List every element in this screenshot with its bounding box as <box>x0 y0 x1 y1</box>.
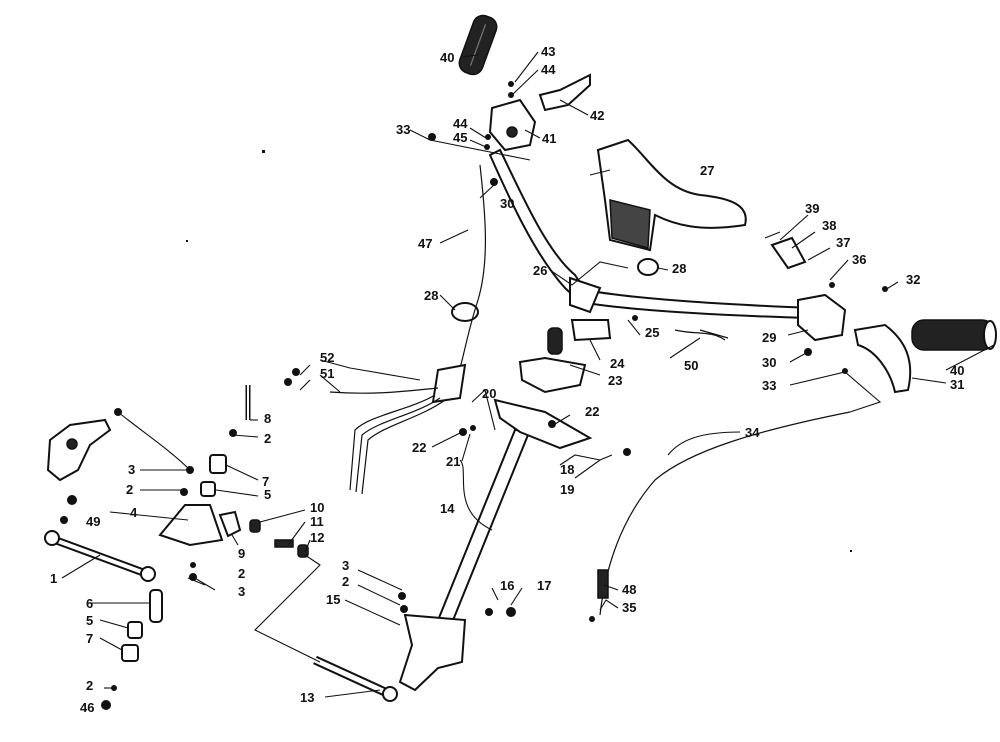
callout-33: 33 <box>396 122 410 137</box>
callout-25: 25 <box>645 325 659 340</box>
pivot-pin <box>149 589 163 623</box>
callout-2: 2 <box>264 431 271 446</box>
tie-rod <box>44 530 156 582</box>
callout-27: 27 <box>700 163 714 178</box>
callout-34: 34 <box>745 425 760 440</box>
throttle-lever <box>853 323 912 394</box>
callout-3: 3 <box>128 462 135 477</box>
callout-7: 7 <box>262 474 269 489</box>
callout-47: 47 <box>418 236 432 251</box>
callout-41: 41 <box>542 131 556 146</box>
brake-lever <box>538 73 591 112</box>
callout-19: 19 <box>560 482 574 497</box>
callout-31: 31 <box>950 377 964 392</box>
handlebar-bracket <box>569 276 602 314</box>
callout-28: 28 <box>672 261 686 276</box>
callout-24: 24 <box>610 356 625 371</box>
callout-35: 35 <box>622 600 636 615</box>
callout-labels: 1 2 2 2 2 2 3 3 3 4 5 5 6 7 7 8 9 10 11 … <box>50 44 964 715</box>
callout-40: 40 <box>440 50 454 65</box>
bushing-upper <box>209 454 227 474</box>
callout-9: 9 <box>238 546 245 561</box>
left-grip <box>458 14 498 76</box>
upper-post-bracket <box>493 398 593 450</box>
callout-14: 14 <box>440 501 455 516</box>
callout-11: 11 <box>310 514 324 529</box>
steering-post <box>428 429 532 641</box>
callout-45: 45 <box>453 130 467 145</box>
callout-42: 42 <box>590 108 604 123</box>
cable-clamp <box>451 302 479 322</box>
callout-48: 48 <box>622 582 636 597</box>
callout-36: 36 <box>852 252 866 267</box>
callout-3: 3 <box>238 584 245 599</box>
spindle-bracket <box>46 418 112 482</box>
callout-28: 28 <box>424 288 438 303</box>
callout-2: 2 <box>86 678 93 693</box>
lower-post-bracket <box>398 613 467 692</box>
callout-10: 10 <box>310 500 324 515</box>
callout-50: 50 <box>684 358 698 373</box>
leader-lines <box>61 51 995 698</box>
lower-tie-rod <box>313 655 398 702</box>
handlebar-clamp-upper <box>570 319 612 342</box>
callout-22: 22 <box>412 440 426 455</box>
callout-26: 26 <box>533 263 547 278</box>
callout-44: 44 <box>453 116 468 131</box>
callout-2: 2 <box>126 482 133 497</box>
callout-2: 2 <box>342 574 349 589</box>
callout-43: 43 <box>541 44 555 59</box>
callout-17: 17 <box>537 578 551 593</box>
callout-49: 49 <box>86 514 100 529</box>
callout-32: 32 <box>906 272 920 287</box>
callout-52: 52 <box>320 350 334 365</box>
callout-30: 30 <box>500 196 514 211</box>
callout-18: 18 <box>560 462 574 477</box>
callout-22: 22 <box>585 404 599 419</box>
throttle-housing <box>797 293 847 342</box>
callout-23: 23 <box>608 373 622 388</box>
callout-38: 38 <box>822 218 836 233</box>
callout-51: 51 <box>320 366 334 381</box>
callout-16: 16 <box>500 578 514 593</box>
callout-8: 8 <box>264 411 271 426</box>
right-grip <box>911 319 997 351</box>
callout-29: 29 <box>762 330 776 345</box>
callout-6: 6 <box>86 596 93 611</box>
left-control-housing <box>488 98 537 152</box>
callout-13: 13 <box>300 690 314 705</box>
callout-46: 46 <box>80 700 94 715</box>
hardware-dots <box>60 81 888 710</box>
callout-5: 5 <box>264 487 271 502</box>
callout-39: 39 <box>805 201 819 216</box>
callout-21: 21 <box>446 454 460 469</box>
callout-2: 2 <box>238 566 245 581</box>
callout-20: 20 <box>482 386 496 401</box>
callout-5: 5 <box>86 613 93 628</box>
handlebar-clamp-lower <box>518 356 587 394</box>
callout-15: 15 <box>326 592 340 607</box>
callout-3: 3 <box>342 558 349 573</box>
callout-12: 12 <box>310 530 324 545</box>
callout-30: 30 <box>762 355 776 370</box>
throttle-cable <box>599 411 851 616</box>
brake-cable <box>454 164 486 381</box>
callout-4: 4 <box>130 505 138 520</box>
steering-arm <box>158 504 224 547</box>
callout-1: 1 <box>50 571 57 586</box>
callout-33: 33 <box>762 378 776 393</box>
callout-40: 40 <box>950 363 964 378</box>
callout-37: 37 <box>836 235 850 250</box>
callout-44: 44 <box>541 62 556 77</box>
callout-7: 7 <box>86 631 93 646</box>
